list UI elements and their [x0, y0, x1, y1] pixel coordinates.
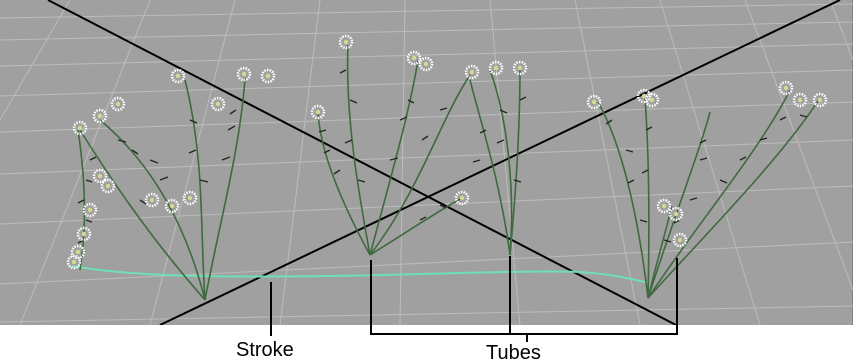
tubes-callout-label: Tubes	[486, 343, 541, 363]
stroke-curve	[72, 266, 648, 283]
viewport-scene	[0, 0, 853, 325]
flowers	[68, 36, 826, 268]
stroke-callout-label: Stroke	[236, 340, 294, 360]
3d-viewport[interactable]	[0, 0, 853, 325]
grid	[0, 0, 853, 325]
